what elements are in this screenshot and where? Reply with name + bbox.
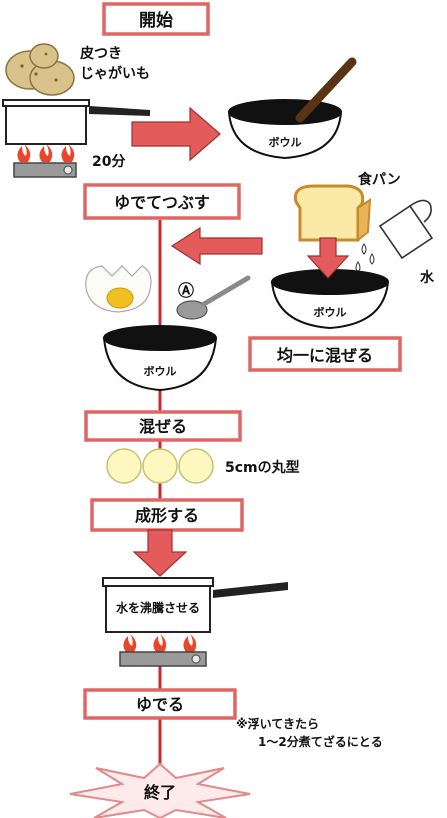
mix-label: 混ぜる: [139, 417, 187, 436]
egg-icon: [85, 265, 152, 313]
pot-2-icon: [102, 577, 288, 633]
bread-label: 食パン: [358, 171, 401, 188]
bowl-label: ボウル: [269, 135, 302, 149]
bowl-3-label: ボウル: [144, 364, 177, 378]
flame-2-icon: [123, 634, 197, 652]
mix-evenly-label: 均一に混ぜる: [277, 346, 373, 365]
potato-label-line1: 皮つき: [79, 45, 122, 62]
starburst-icon: [69, 762, 251, 818]
down-arrow-icon: [306, 237, 350, 279]
water-label: 水: [420, 269, 435, 286]
stove-2-icon: [119, 651, 207, 667]
ingredient-a-label: Ⓐ: [178, 281, 194, 300]
masher-icon: [295, 57, 357, 123]
stove-icon: [13, 162, 77, 178]
bread-icon: [293, 184, 372, 243]
water-drops-icon: [355, 243, 375, 273]
potatoes-icon: [5, 43, 75, 96]
pot-icon: [2, 99, 150, 145]
spoon-icon: [176, 275, 251, 320]
big-down-arrow-icon: [132, 529, 188, 577]
mix-step: 混ぜる: [84, 410, 242, 442]
right-arrow-icon: [131, 106, 221, 162]
mix-evenly-step: 均一に混ぜる: [248, 336, 402, 372]
potato-label-line2: じゃがいも: [80, 65, 150, 82]
end-step: 終了: [69, 762, 251, 818]
left-arrow-icon: [170, 226, 263, 266]
time-label: 20分: [92, 154, 125, 170]
boil-mash-label: ゆでてつぶす: [114, 193, 210, 212]
start-step: 開始: [102, 2, 210, 36]
potato-balls-icon: [106, 448, 214, 484]
shape-label: 成形する: [135, 506, 199, 525]
start-label: 開始: [139, 10, 173, 31]
ball-size-label: 5cmの丸型: [225, 459, 300, 476]
bowl-3-icon: [102, 325, 218, 392]
boil-step: ゆでる: [83, 688, 237, 720]
bowl-2-icon: [270, 269, 390, 330]
boiling-water-label: 水を沸騰させる: [116, 600, 200, 615]
measuring-cup-icon: [378, 199, 434, 260]
boil-mash-step: ゆでてつぶす: [83, 183, 241, 220]
shape-step: 成形する: [90, 498, 244, 532]
note-line1: ※浮いてきたら: [236, 716, 319, 731]
flame-icon: [17, 144, 75, 162]
boil-label: ゆでる: [136, 695, 184, 714]
end-label: 終了: [144, 783, 176, 802]
note-line2: 1〜2分煮てざるにとる: [258, 734, 383, 749]
bowl-2-label: ボウル: [314, 305, 347, 319]
bowl-icon: [227, 99, 343, 160]
